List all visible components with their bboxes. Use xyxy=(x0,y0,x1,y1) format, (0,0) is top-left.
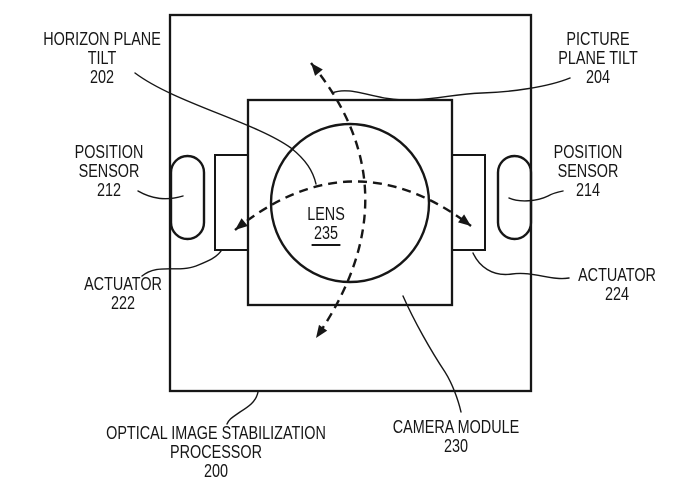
label-picture-plane-tilt: PICTURE PLANE TILT 204 xyxy=(518,30,678,87)
label-line: PLANE TILT xyxy=(558,48,638,68)
actuator-left-box xyxy=(214,154,249,251)
ref-numeral: 235 xyxy=(246,224,406,246)
label-line: HORIZON PLANE xyxy=(43,29,161,49)
ref-numeral: 230 xyxy=(443,436,469,456)
horizon-plane-tilt-leader xyxy=(134,72,317,185)
label-camera-module: CAMERA MODULE 230 xyxy=(376,418,536,456)
label-line: ACTUATOR xyxy=(578,265,656,285)
label-position-sensor-214: POSITION SENSOR 214 xyxy=(508,143,668,200)
label-line: LENS xyxy=(307,204,345,224)
label-line: OPTICAL IMAGE STABILIZATION xyxy=(106,423,326,443)
label-line: PICTURE xyxy=(566,29,630,49)
lens-circle xyxy=(269,122,431,284)
label-ois-processor: OPTICAL IMAGE STABILIZATION PROCESSOR 20… xyxy=(96,424,336,481)
position-sensor-right-leader xyxy=(508,190,564,202)
actuator-left-leader xyxy=(141,250,222,277)
label-actuator-224: ACTUATOR 224 xyxy=(537,266,697,304)
ref-numeral: 214 xyxy=(575,180,601,200)
label-line: PROCESSOR xyxy=(169,442,263,462)
horizon-plane-tilt-arrow xyxy=(234,180,472,231)
label-position-sensor-212: POSITION SENSOR 212 xyxy=(29,143,189,200)
ref-numeral: 200 xyxy=(203,461,229,481)
position-sensor-left-shape xyxy=(169,154,206,241)
label-line: SENSOR xyxy=(78,161,140,181)
actuator-right-box xyxy=(451,154,486,251)
ref-numeral: 222 xyxy=(110,293,136,313)
position-sensor-right-shape xyxy=(496,154,533,241)
label-horizon-plane-tilt: HORIZON PLANE TILT 202 xyxy=(22,30,182,87)
label-line: TILT xyxy=(87,48,117,68)
label-line: CAMERA MODULE xyxy=(392,417,520,437)
ois-processor-box xyxy=(168,13,533,393)
position-sensor-left-leader xyxy=(137,190,184,200)
camera-module-leader xyxy=(402,295,462,413)
label-line: ACTUATOR xyxy=(84,274,162,294)
label-line: POSITION xyxy=(553,142,623,162)
ref-numeral: 212 xyxy=(96,180,122,200)
actuator-right-leader xyxy=(472,252,570,280)
picture-plane-tilt-leader xyxy=(331,77,571,101)
label-lens: LENS 235 xyxy=(246,205,406,246)
picture-plane-tilt-arrow xyxy=(310,62,367,339)
label-line: SENSOR xyxy=(557,161,619,181)
ref-numeral: 202 xyxy=(89,67,115,87)
label-line: POSITION xyxy=(74,142,144,162)
ois-processor-leader xyxy=(226,391,259,425)
label-actuator-222: ACTUATOR 222 xyxy=(43,275,203,313)
ref-numeral: 204 xyxy=(585,67,611,87)
ref-numeral: 224 xyxy=(604,284,630,304)
